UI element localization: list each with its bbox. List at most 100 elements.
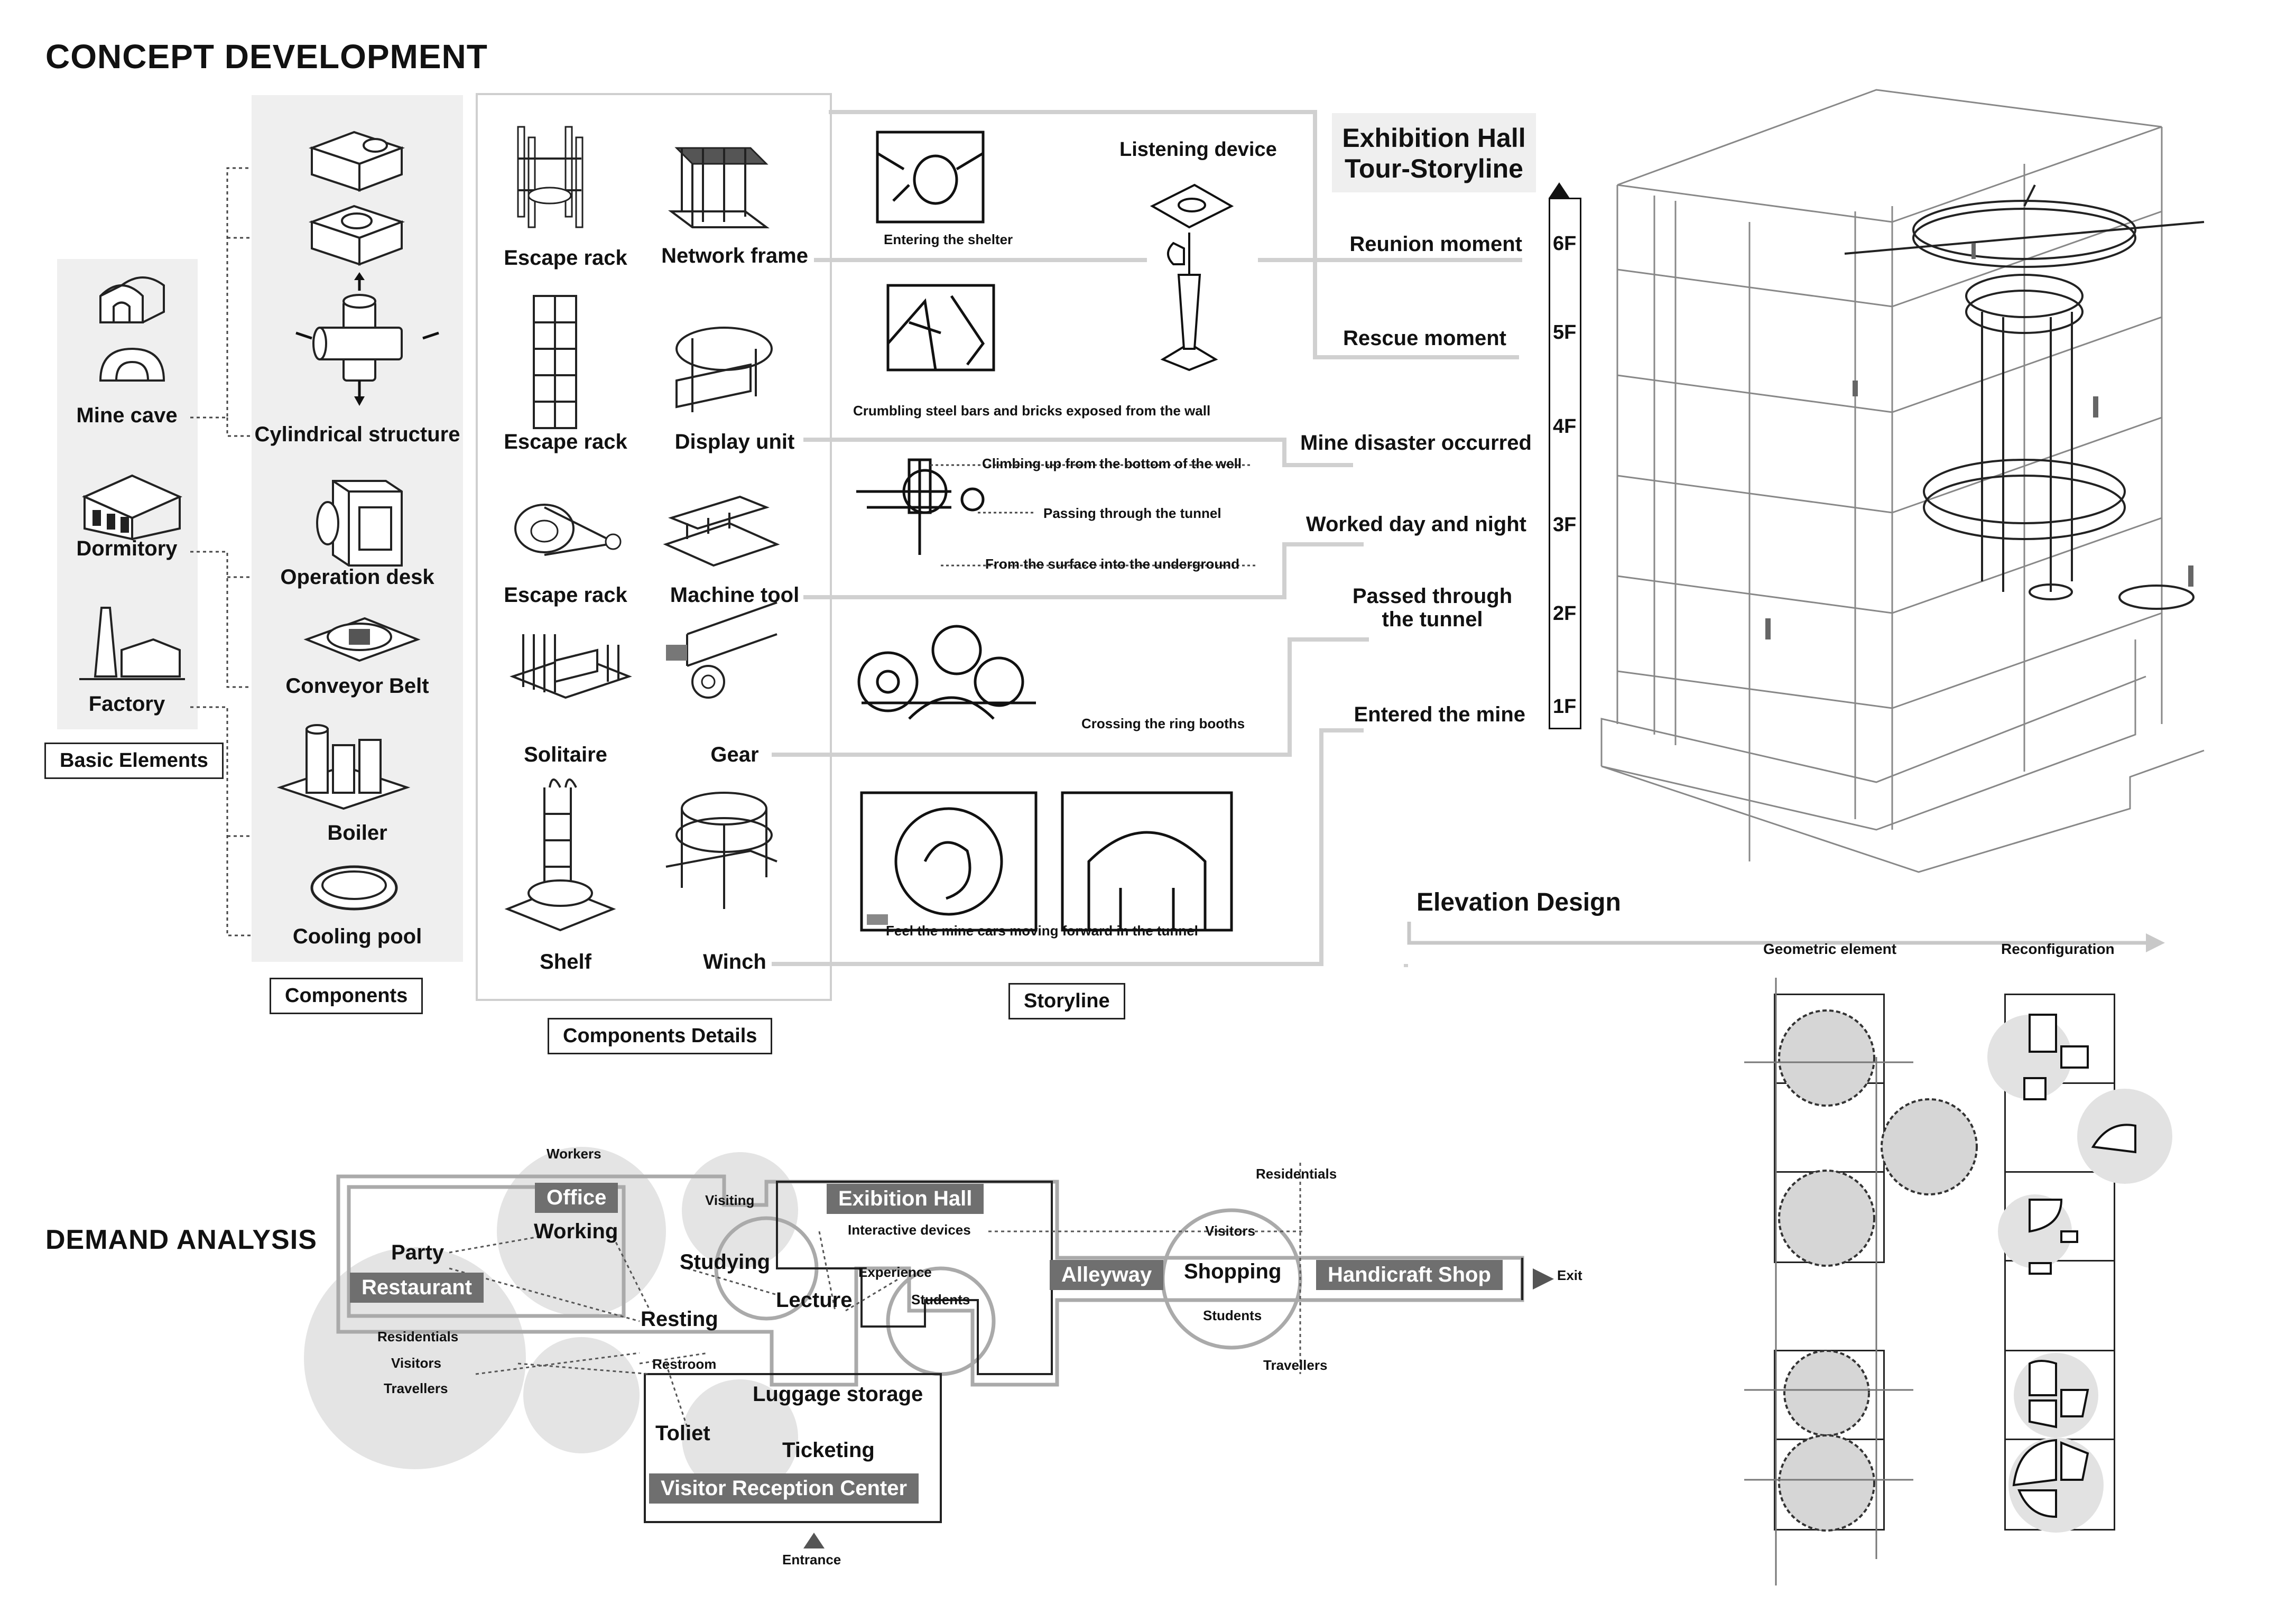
- detail-machine-tool: Machine tool: [670, 583, 800, 607]
- sketch-crossing-ring: Crossing the ring booths: [1081, 716, 1245, 731]
- escape-rack-2-icon: [533, 295, 577, 429]
- shelf-icon: [504, 778, 616, 932]
- demand-lecture: Lecture: [776, 1288, 853, 1312]
- dormitory-icon: [82, 474, 182, 541]
- detail-escape-rack-1: Escape rack: [504, 246, 627, 270]
- sketch-mine-cars: Feel the mine cars moving forward in the…: [886, 923, 1198, 939]
- demand-interactive: Interactive devices: [848, 1222, 971, 1238]
- elevation-arrow: [1407, 922, 2165, 952]
- detail-escape-rack-3: Escape rack: [504, 583, 627, 607]
- component-conveyor-belt: Conveyor Belt: [285, 674, 429, 698]
- demand-studying: Studying: [680, 1250, 771, 1274]
- sketch-passing-tunnel: Passing through the tunnel: [1043, 505, 1221, 521]
- tour-reunion: Reunion moment: [1349, 233, 1522, 256]
- factory-icon: [79, 607, 185, 680]
- demand-experience: Experience: [858, 1264, 932, 1280]
- demand-handicraft-shop: Handicraft Shop: [1316, 1260, 1503, 1290]
- basic-element-factory: Factory: [88, 692, 165, 716]
- demand-workers: Workers: [547, 1146, 601, 1162]
- mine-cave-icon: [99, 276, 165, 382]
- component-detail-icons: [504, 126, 780, 932]
- storyline-caption: Storyline: [1008, 983, 1125, 1019]
- detail-escape-rack-2: Escape rack: [504, 430, 627, 453]
- storyline-sketches: [856, 131, 1258, 932]
- cooling-pool-icon: [310, 865, 398, 911]
- tour-worked: Worked day and night: [1306, 513, 1526, 536]
- tour-rescue: Rescue moment: [1343, 327, 1506, 350]
- elevation-col-geometric: Geometric element: [1763, 941, 1897, 957]
- tour-disaster: Mine disaster occurred: [1300, 431, 1532, 455]
- tour-title-line1: Exhibition Hall: [1342, 123, 1526, 153]
- demand-shopping: Shopping: [1184, 1260, 1282, 1283]
- demand-residentials-2: Residentials: [1256, 1166, 1337, 1182]
- component-cylindrical-structure: Cylindrical structure: [254, 423, 460, 446]
- detail-solitaire: Solitaire: [524, 743, 607, 766]
- tour-title-line2: Tour-Storyline: [1345, 154, 1523, 183]
- components-caption: Components: [270, 978, 423, 1014]
- floor-6f: 6F: [1553, 233, 1577, 255]
- basic-element-mine-cave: Mine cave: [76, 404, 178, 427]
- demand-toilet: Toliet: [655, 1422, 710, 1445]
- escape-rack-icon: [517, 126, 584, 228]
- demand-travellers-1: Travellers: [384, 1380, 448, 1396]
- gear-icon: [666, 601, 777, 699]
- reconfig-square-4: [2004, 1260, 2115, 1352]
- component-operation-desk: Operation desk: [280, 565, 434, 589]
- sketch-listening-device: Listening device: [1119, 138, 1277, 161]
- detail-shelf: Shelf: [540, 950, 591, 973]
- escape-rack-3-icon: [514, 504, 622, 556]
- display-unit-icon: [675, 327, 773, 412]
- sketch-crumbling-steel: Crumbling steel bars and bricks exposed …: [853, 403, 1211, 419]
- demand-travellers-2: Travellers: [1263, 1357, 1328, 1373]
- floor-bar: [1549, 198, 1581, 729]
- component-boiler: Boiler: [327, 821, 387, 845]
- demand-students-1: Students: [911, 1292, 970, 1307]
- demand-visiting: Visiting: [705, 1192, 755, 1208]
- arrow-up-icon: [1549, 182, 1570, 198]
- floor-2f: 2F: [1553, 602, 1577, 625]
- demand-resting: Resting: [641, 1307, 718, 1331]
- component-cooling-pool: Cooling pool: [292, 925, 422, 948]
- floor-5f: 5F: [1553, 321, 1577, 344]
- sketch-climbing-up: Climbing up from the bottom of the well: [982, 456, 1242, 471]
- elevation-col-reconfig: Reconfiguration: [2001, 941, 2115, 957]
- demand-working: Working: [534, 1220, 618, 1243]
- cylindrical-structure-icon: [295, 272, 439, 406]
- demand-alleyway: Alleyway: [1050, 1260, 1164, 1290]
- detail-gear: Gear: [710, 743, 759, 766]
- tour-passed-line2: the tunnel: [1382, 608, 1483, 631]
- conveyor-belt-icon: [303, 617, 421, 662]
- demand-restaurant: Restaurant: [350, 1273, 484, 1303]
- concept-title: CONCEPT DEVELOPMENT: [45, 38, 488, 76]
- details-caption: Components Details: [548, 1018, 773, 1054]
- sketch-surface-underground: From the surface into the underground: [985, 556, 1240, 572]
- detail-display-unit: Display unit: [674, 430, 795, 453]
- elevation-circles: [1744, 978, 2172, 1585]
- detail-winch: Winch: [703, 950, 766, 973]
- detail-network-frame: Network frame: [661, 244, 808, 267]
- demand-exhibition-hall: Exibition Hall: [827, 1184, 984, 1214]
- component-details-panel: [476, 93, 832, 1001]
- building-axonometric: [1600, 89, 2205, 873]
- basic-elements-caption: Basic Elements: [44, 743, 224, 779]
- demand-visitors-1: Visitors: [391, 1355, 441, 1371]
- demand-ticketing: Ticketing: [782, 1439, 875, 1462]
- tour-title-box: [1332, 113, 1536, 192]
- demand-exit: Exit: [1557, 1267, 1582, 1283]
- demand-party: Party: [391, 1241, 445, 1264]
- demand-title: DEMAND ANALYSIS: [45, 1225, 317, 1255]
- demand-entrance: Entrance: [782, 1552, 841, 1568]
- machine-tool-icon: [663, 495, 780, 567]
- network-frame-icon: [668, 147, 770, 228]
- boiler-icon: [276, 724, 411, 810]
- floor-4f: 4F: [1553, 415, 1577, 438]
- demand-visitor-reception: Visitor Reception Center: [649, 1473, 919, 1504]
- floor-3f: 3F: [1553, 514, 1577, 536]
- floor-1f: 1F: [1553, 695, 1577, 718]
- demand-students-2: Students: [1203, 1307, 1262, 1323]
- demand-residentials-1: Residentials: [377, 1329, 459, 1344]
- demand-luggage: Luggage storage: [753, 1383, 923, 1406]
- solitaire-icon: [510, 634, 632, 699]
